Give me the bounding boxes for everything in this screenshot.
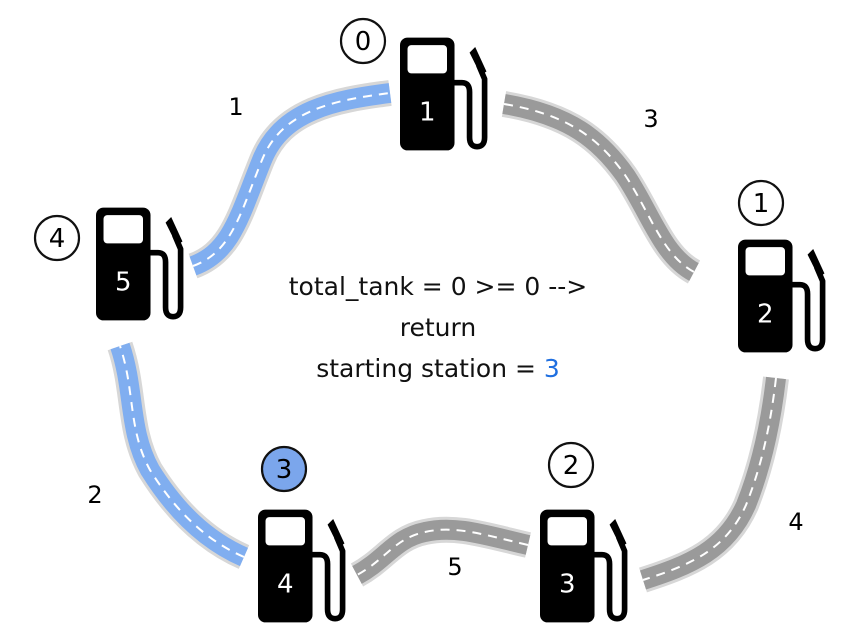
- gas-pump-icon: [738, 240, 824, 353]
- station-index-badge: [339, 17, 387, 65]
- road-4-to-0: [187, 80, 392, 279]
- road-cost-label: 4: [788, 508, 803, 536]
- station-index-badge: [547, 441, 595, 489]
- station-3: 43: [258, 445, 344, 623]
- station-1: 21: [737, 179, 824, 353]
- road-cost-label: 1: [228, 93, 243, 121]
- pump-gas-amount: 5: [115, 268, 132, 298]
- road-2-to-3: [350, 516, 531, 587]
- station-index-badge: [260, 445, 308, 493]
- road-labels-layer: 3 4 5 2 1: [87, 93, 803, 581]
- station-2: 32: [540, 441, 626, 623]
- station-index-label: 2: [563, 451, 580, 481]
- pump-gas-amount: 4: [277, 570, 294, 600]
- gas-pump-icon: [96, 208, 182, 321]
- road-center-dashes: [119, 345, 245, 558]
- road-cost-label: 3: [643, 105, 658, 133]
- road-1-to-2: [639, 376, 789, 593]
- station-4: 54: [33, 208, 182, 321]
- gas-pump-icon: [540, 510, 626, 623]
- station-index-badge: [737, 179, 785, 227]
- gas-pump-icon: [400, 38, 486, 151]
- starting-station-label: starting station =: [316, 354, 544, 383]
- roads-layer: [107, 80, 789, 593]
- road-3-to-4: [107, 341, 250, 569]
- road-cost-label: 2: [87, 481, 102, 509]
- starting-station-value: 3: [543, 354, 560, 383]
- road-cost-label: 5: [447, 553, 462, 581]
- road-0-to-1: [501, 91, 701, 284]
- result-text-block: total_tank = 0 >= 0 --> return starting …: [218, 266, 658, 389]
- road-center-dashes: [192, 92, 391, 267]
- station-index-label: 0: [355, 27, 372, 57]
- station-0: 10: [339, 17, 486, 151]
- station-index-badge: [33, 214, 81, 262]
- gas-pump-icon: [258, 510, 344, 623]
- total-tank-line: total_tank = 0 >= 0 -->: [288, 272, 588, 301]
- starting-station-line: starting station = 3: [218, 348, 658, 389]
- station-index-label: 3: [276, 455, 293, 485]
- road-surface: [189, 83, 392, 276]
- station-index-label: 1: [753, 189, 770, 219]
- road-surface: [351, 519, 531, 584]
- road-center-dashes: [356, 528, 529, 576]
- pump-gas-amount: 2: [757, 300, 774, 330]
- station-index-label: 4: [49, 224, 66, 254]
- return-line: return: [399, 313, 477, 342]
- pump-gas-amount: 1: [419, 98, 436, 128]
- pump-gas-amount: 3: [559, 570, 576, 600]
- road-center-dashes: [503, 103, 695, 273]
- road-center-dashes: [642, 377, 777, 581]
